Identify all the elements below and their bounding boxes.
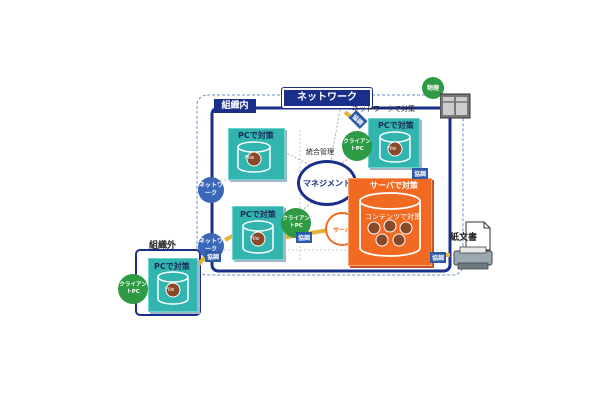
pc-measure-label: PCで対策 <box>378 121 414 130</box>
pc-measure-label: PCで対策 <box>240 210 276 219</box>
network-badge-label: ネットワーク <box>198 238 223 253</box>
cooperate-tag: 協調 <box>205 251 222 262</box>
file-label: File <box>245 155 255 161</box>
printer-icon <box>453 246 493 270</box>
management-label: マネジメント <box>303 178 351 188</box>
cooperate-tag: 協調 <box>412 168 429 179</box>
pc-measure-label: PCで対策 <box>238 131 274 140</box>
file-label: File <box>387 146 397 152</box>
cooperate-tag: 協調 <box>430 252 447 263</box>
server-rack-icon <box>440 93 471 119</box>
pc-measure-label: PCで対策 <box>154 262 190 271</box>
network-badge-internal: ネットワーク <box>198 177 224 203</box>
physical-label: 物理 <box>426 84 439 92</box>
server-measure-label: サーバで対策 <box>370 181 418 190</box>
content-measure-label: コンテンツで対策 <box>365 213 421 221</box>
management-circle: マネジメント <box>297 160 357 206</box>
internal-label: 組織内 <box>221 101 249 111</box>
database-cylinder <box>157 271 189 305</box>
network-banner-label: ネットワーク <box>297 92 357 103</box>
integrated-mgmt-label: 統合管理 <box>306 148 334 156</box>
physical-badge: 物理 <box>422 77 444 99</box>
internal-label-box: 組織内 <box>214 99 256 113</box>
external-label: 組織外 <box>149 241 177 251</box>
file-label: File <box>250 236 260 242</box>
client-pc-label: クライアントPC <box>282 216 310 229</box>
client-pc-badge: クライアントPC <box>342 131 372 161</box>
database-cylinder <box>242 220 274 254</box>
server-label: サーバ <box>333 226 351 234</box>
file-label: File <box>165 287 175 293</box>
database-cylinder <box>237 141 271 173</box>
network-measure-label: ネットワークで対策 <box>352 105 415 113</box>
client-pc-label: クライアントPC <box>343 139 371 152</box>
paper-doc-label: 紙文書 <box>450 233 478 243</box>
cooperate-tag: 協調 <box>296 232 313 243</box>
content-database-cylinder <box>359 192 421 257</box>
network-badge-label: ネットワーク <box>198 182 223 197</box>
client-pc-label: クライアントPC <box>119 282 147 295</box>
database-cylinder <box>379 131 411 163</box>
network-banner: ネットワーク <box>282 88 372 108</box>
paper-document-icon <box>465 221 491 251</box>
client-pc-badge: クライアントPC <box>118 274 148 304</box>
